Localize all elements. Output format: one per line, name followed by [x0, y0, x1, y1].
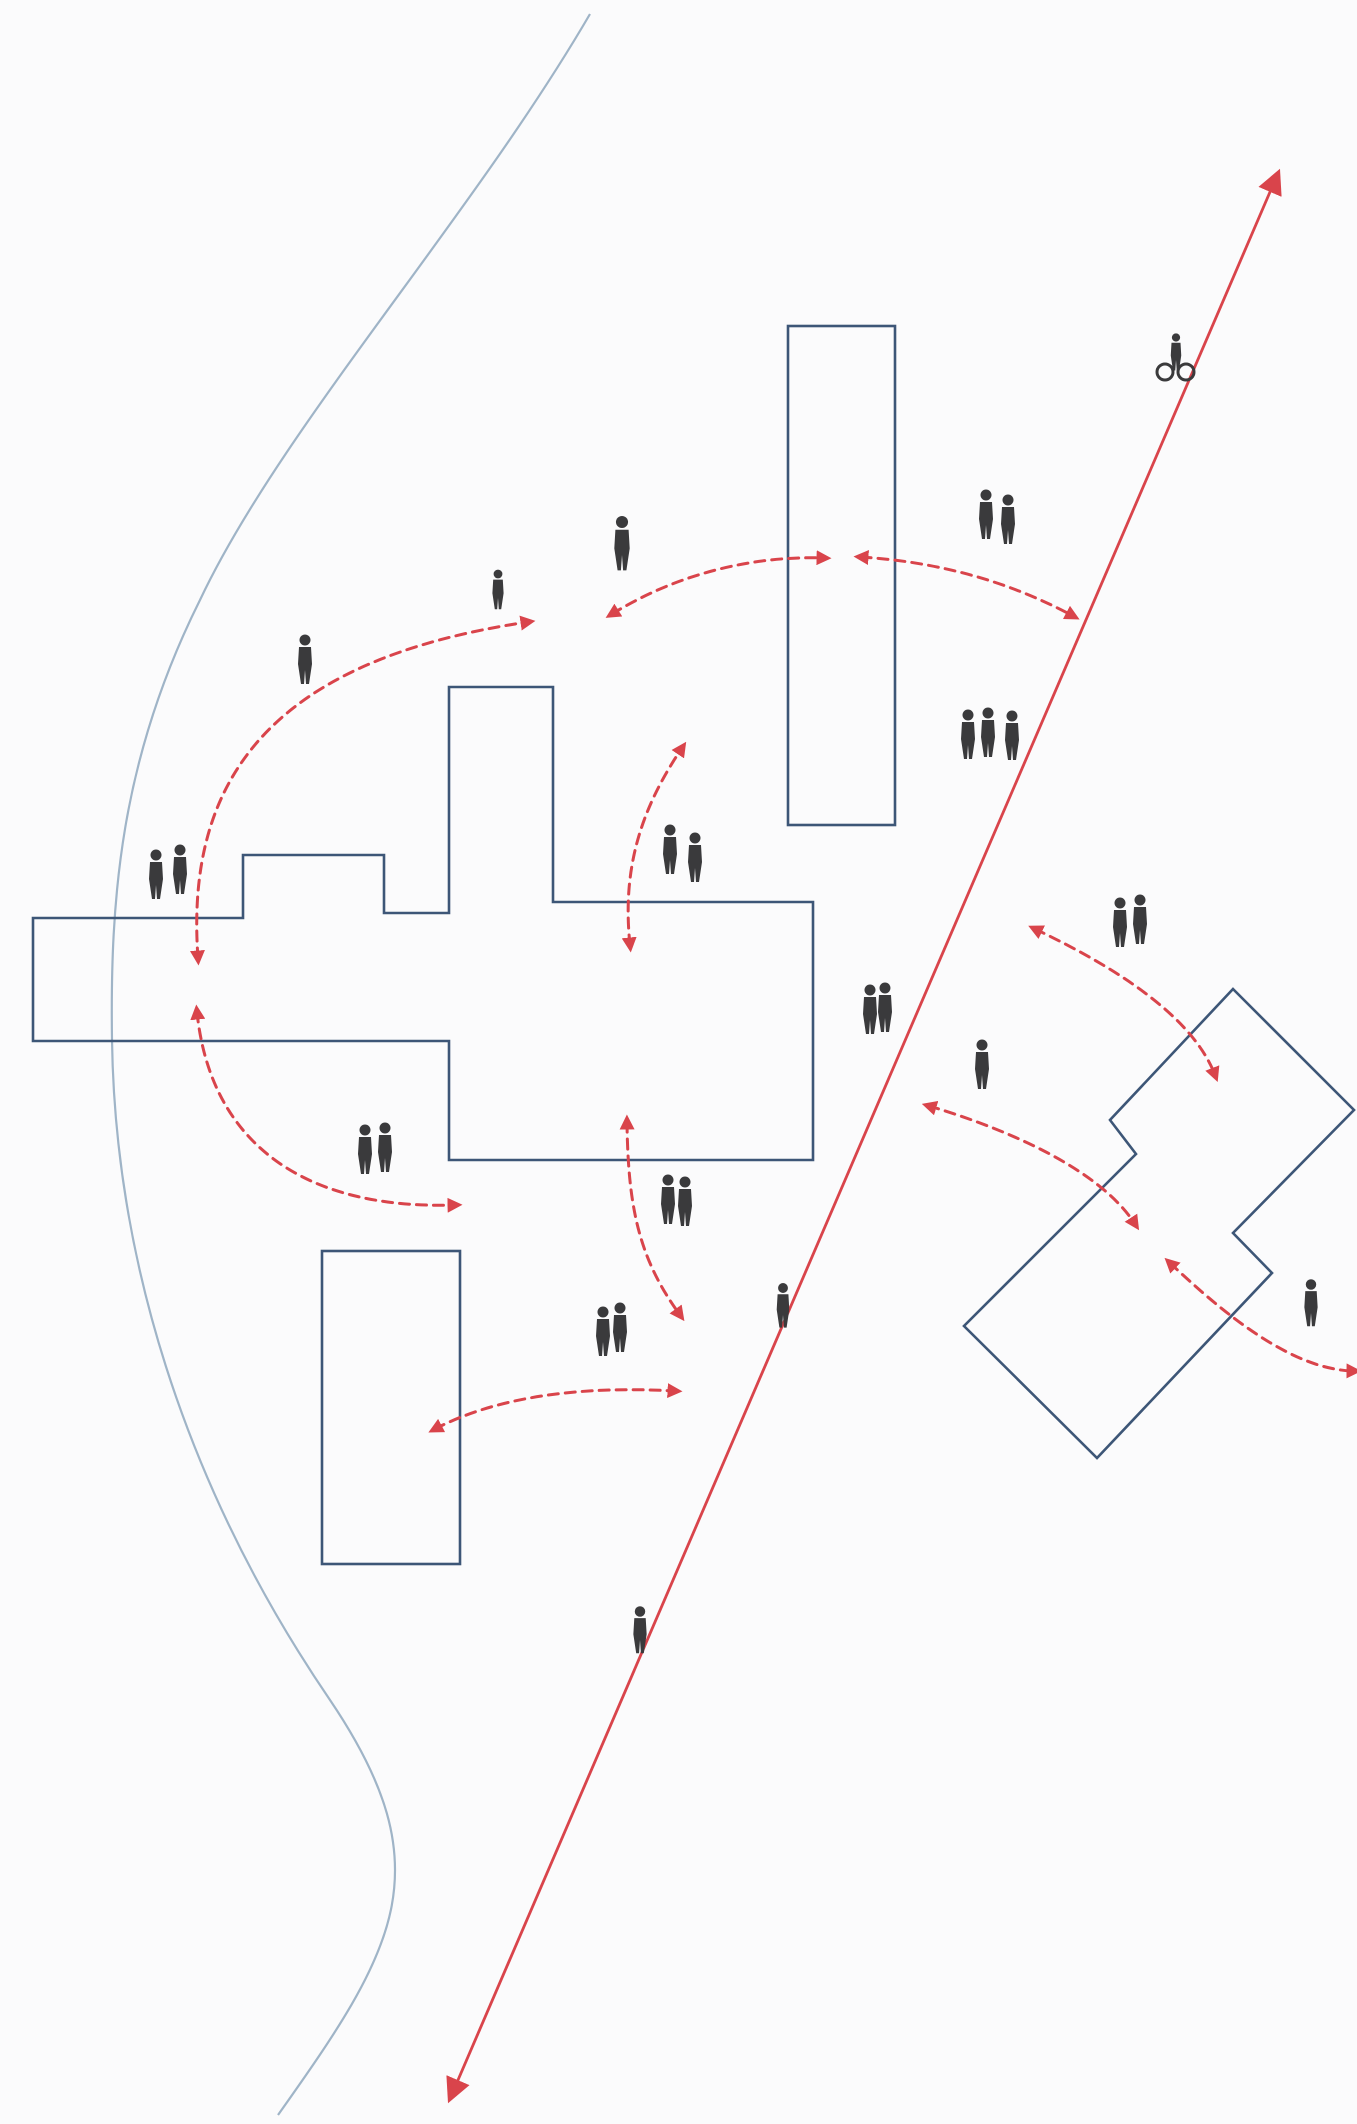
person-head: [1006, 710, 1018, 722]
person-head: [976, 1039, 988, 1051]
person-body: [298, 647, 312, 684]
musician-icon: [614, 515, 630, 571]
people-group-icon: [663, 824, 702, 882]
person-head: [615, 515, 629, 529]
person-body: [678, 1189, 692, 1226]
river-edge-line: [110, 13, 591, 2116]
person-head: [1305, 1279, 1317, 1290]
person-head: [664, 824, 676, 836]
people-group-icon: [961, 707, 1019, 760]
person-body: [613, 1315, 627, 1352]
people-silhouettes: [149, 333, 1318, 1654]
person-head: [689, 832, 701, 844]
people-group-icon: [863, 982, 892, 1034]
person-head: [299, 634, 311, 646]
pedestrian-icon: [298, 634, 312, 684]
person-head: [864, 984, 876, 996]
interaction-flow-arrow-10: [1164, 1257, 1357, 1379]
person-body: [358, 1137, 372, 1174]
person-head: [778, 1283, 788, 1293]
pedestrian-icon: [633, 1606, 647, 1654]
pedestrian-icon: [975, 1039, 989, 1089]
person-body: [1001, 507, 1015, 544]
person-body: [492, 579, 504, 610]
bicycle-wheel: [1176, 362, 1196, 382]
person-head: [662, 1174, 674, 1186]
person-body: [1170, 342, 1182, 371]
bicycle-wheel: [1155, 362, 1175, 382]
interaction-flow-arrow-9: [921, 1100, 1140, 1231]
person-head: [150, 849, 162, 861]
person-head: [982, 707, 994, 719]
person-head: [962, 709, 974, 721]
person-body: [1113, 910, 1127, 947]
interaction-flow-arrow-5: [190, 1004, 463, 1213]
interaction-flows: [189, 549, 1357, 1433]
person-body: [975, 1052, 989, 1089]
interaction-flow-arrow-2: [605, 550, 832, 618]
photographer-icon: [492, 569, 504, 610]
person-body: [979, 502, 993, 539]
people-group-icon: [149, 844, 187, 899]
person-body: [614, 529, 630, 571]
pedestrian-icon: [1304, 1279, 1318, 1327]
person-head: [174, 844, 186, 856]
person-head: [359, 1124, 371, 1136]
person-head: [379, 1122, 391, 1134]
person-body: [661, 1187, 675, 1224]
interaction-flow-arrow-6: [619, 1114, 685, 1322]
people-group-icon: [979, 489, 1015, 544]
person-head: [1114, 897, 1126, 909]
person-body: [863, 997, 877, 1034]
person-head: [980, 489, 992, 501]
low-slab-building: [320, 1249, 462, 1566]
people-group-icon: [358, 1122, 392, 1174]
person-head: [634, 1606, 646, 1617]
person-body: [1005, 723, 1019, 760]
people-group-icon: [661, 1174, 692, 1226]
person-head: [493, 569, 503, 579]
person-body: [596, 1319, 610, 1356]
interaction-flow-arrow-7: [428, 1383, 683, 1433]
interaction-flow-arrow-8: [1028, 925, 1220, 1082]
interaction-flow-arrow-4: [621, 741, 687, 953]
runner-icon: [776, 1283, 790, 1328]
person-body: [663, 837, 677, 874]
person-head: [679, 1176, 691, 1188]
person-head: [614, 1302, 626, 1314]
person-head: [1171, 333, 1181, 342]
person-body: [149, 862, 163, 899]
person-body: [633, 1618, 647, 1654]
person-head: [597, 1306, 609, 1318]
cyclist-icon: [1155, 333, 1196, 382]
person-body: [1304, 1291, 1318, 1327]
people-group-icon: [1113, 894, 1147, 947]
main-route-line: [446, 168, 1282, 2104]
cross-building: [31, 685, 815, 1162]
dog-walker-icon: [596, 1302, 627, 1356]
person-body: [173, 857, 187, 894]
person-body: [688, 845, 702, 882]
person-body: [981, 720, 995, 757]
interaction-flow-arrow-1: [189, 615, 536, 966]
person-head: [1002, 494, 1014, 506]
interaction-flow-arrow-3: [853, 549, 1080, 620]
person-body: [1133, 907, 1147, 944]
person-body: [961, 722, 975, 759]
person-body: [878, 995, 892, 1032]
person-body: [378, 1135, 392, 1172]
person-body: [776, 1294, 790, 1328]
rotated-building: [962, 987, 1356, 1460]
tall-slab-building: [786, 324, 897, 827]
person-head: [879, 982, 891, 994]
person-head: [1134, 894, 1146, 906]
